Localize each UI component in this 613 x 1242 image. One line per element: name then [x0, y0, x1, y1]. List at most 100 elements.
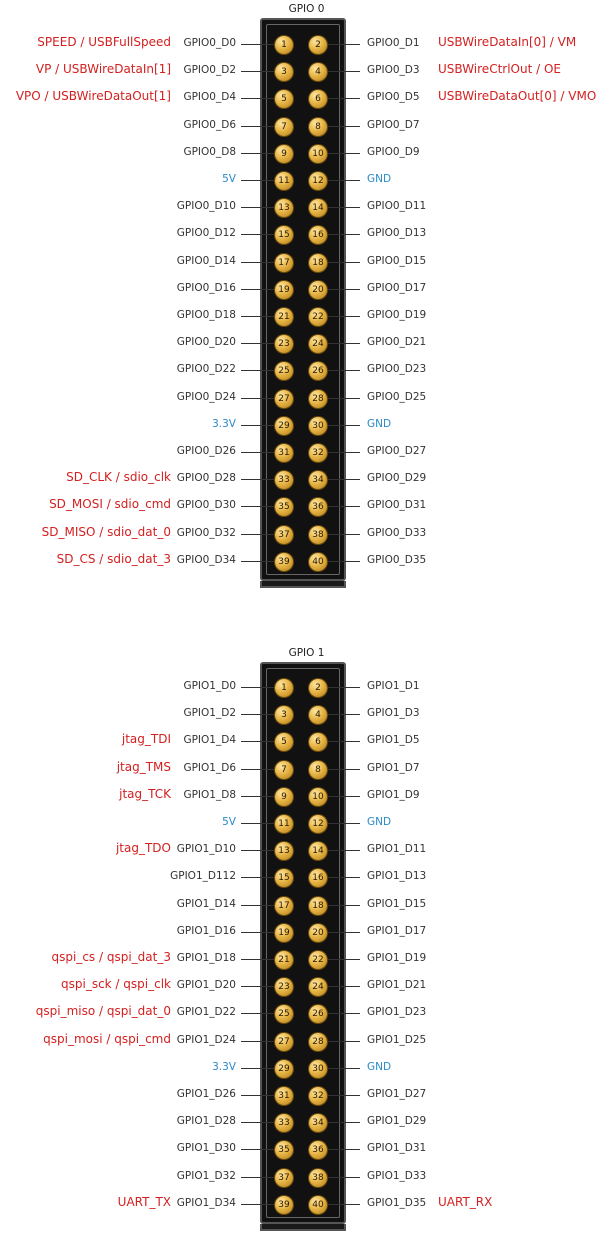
pin-odd[interactable]: 13 [275, 842, 293, 861]
pin-even[interactable]: 4 [309, 706, 327, 725]
pin-even[interactable]: 14 [309, 842, 327, 861]
pin-odd[interactable]: 23 [275, 335, 293, 354]
pin-odd[interactable]: 33 [275, 471, 293, 490]
pin-even[interactable]: 22 [309, 308, 327, 326]
pin-even[interactable]: 20 [309, 923, 327, 942]
pin-odd[interactable]: 27 [275, 389, 293, 408]
pin-even[interactable]: 8 [309, 760, 327, 779]
pin-odd[interactable]: 17 [275, 896, 293, 915]
pin-odd[interactable]: 29 [275, 416, 293, 435]
pin-lead-right [328, 479, 360, 481]
pin-even[interactable]: 26 [309, 1005, 327, 1024]
pin-even[interactable]: 40 [309, 1195, 327, 1214]
pin-even[interactable]: 12 [309, 815, 327, 833]
pin-even[interactable]: 24 [309, 335, 327, 354]
gpio-label: GPIO1_D22 [176, 1006, 236, 1019]
header-title: GPIO 1 [288, 647, 325, 659]
pin-even[interactable]: 36 [309, 498, 327, 517]
pin-odd[interactable]: 9 [275, 144, 293, 163]
pin-odd[interactable]: 13 [275, 199, 293, 218]
pin-odd[interactable]: 15 [275, 869, 293, 888]
pin-even[interactable]: 24 [309, 978, 327, 997]
pin-even[interactable]: 38 [309, 525, 327, 544]
pin-odd[interactable]: 35 [275, 498, 293, 517]
pin-odd[interactable]: 27 [275, 1032, 293, 1051]
pin-even[interactable]: 16 [309, 226, 327, 245]
pin-even[interactable]: 34 [309, 1114, 327, 1133]
pin-even[interactable]: 28 [309, 389, 327, 408]
pin-even[interactable]: 4 [309, 63, 327, 82]
pin-even[interactable]: 34 [309, 471, 327, 490]
pin-even[interactable]: 32 [309, 444, 327, 462]
pin-even[interactable]: 6 [309, 90, 327, 109]
pin-even[interactable]: 8 [309, 117, 327, 136]
pin-odd[interactable]: 35 [275, 1141, 293, 1160]
gpio-label: GPIO1_D15 [367, 897, 427, 910]
pin-odd[interactable]: 5 [275, 733, 293, 752]
pin-odd[interactable]: 17 [275, 253, 293, 272]
pin-odd[interactable]: 37 [275, 525, 293, 544]
pin-odd[interactable]: 3 [275, 63, 293, 82]
pin-odd[interactable]: 23 [275, 978, 293, 997]
pin-odd[interactable]: 11 [275, 172, 293, 190]
gpio-label: GPIO0_D25 [367, 390, 427, 403]
pin-even[interactable]: 26 [309, 362, 327, 381]
pin-even[interactable]: 30 [309, 1059, 327, 1078]
pin-lead-right [328, 316, 360, 317]
pin-even[interactable]: 20 [309, 280, 327, 299]
pin-odd[interactable]: 7 [275, 760, 293, 779]
function-label: qspi_miso / qspi_dat_0 [35, 1004, 171, 1019]
pin-odd[interactable]: 21 [275, 308, 293, 326]
pin-odd[interactable]: 25 [275, 362, 293, 381]
pin-even[interactable]: 6 [309, 733, 327, 752]
gpio-label: GPIO1_D30 [176, 1142, 236, 1155]
pin-even[interactable]: 10 [309, 787, 327, 806]
pin-odd[interactable]: 9 [275, 787, 293, 806]
pin-odd[interactable]: 39 [275, 552, 293, 571]
pin-lead-right [328, 768, 360, 770]
function-label: jtag_TCK [119, 786, 171, 801]
pin-even[interactable]: 40 [309, 552, 327, 571]
pin-even[interactable]: 38 [309, 1168, 327, 1187]
pin-header-shroud [266, 668, 340, 1218]
pin-even[interactable]: 14 [309, 199, 327, 218]
pin-even[interactable]: 12 [309, 172, 327, 190]
pin-odd[interactable]: 15 [275, 226, 293, 245]
pin-odd[interactable]: 21 [275, 951, 293, 969]
pin-odd[interactable]: 1 [275, 36, 293, 54]
pin-even[interactable]: 16 [309, 869, 327, 888]
pin-lead-left [241, 1149, 276, 1151]
pin-odd[interactable]: 31 [275, 444, 293, 462]
pin-odd[interactable]: 37 [275, 1168, 293, 1187]
pin-even[interactable]: 18 [309, 253, 327, 272]
pin-even[interactable]: 2 [309, 36, 327, 54]
pin-even[interactable]: 18 [309, 896, 327, 915]
pin-even[interactable]: 32 [309, 1087, 327, 1105]
pin-odd[interactable]: 19 [275, 280, 293, 299]
pin-odd[interactable]: 31 [275, 1087, 293, 1105]
pin-even[interactable]: 2 [309, 679, 327, 697]
pin-even[interactable]: 30 [309, 416, 327, 435]
pin-even[interactable]: 22 [309, 951, 327, 969]
pin-even[interactable]: 36 [309, 1141, 327, 1160]
pin-odd[interactable]: 11 [275, 815, 293, 833]
pin-odd[interactable]: 29 [275, 1059, 293, 1078]
pin-lead-right [328, 1176, 360, 1178]
pin-even[interactable]: 10 [309, 144, 327, 163]
pin-odd[interactable]: 5 [275, 90, 293, 109]
pin-odd[interactable]: 19 [275, 923, 293, 942]
pin-odd[interactable]: 3 [275, 706, 293, 725]
pin-odd[interactable]: 7 [275, 117, 293, 136]
pin-odd[interactable]: 25 [275, 1005, 293, 1024]
pin-even[interactable]: 28 [309, 1032, 327, 1051]
pin-odd[interactable]: 39 [275, 1195, 293, 1214]
pin-odd[interactable]: 33 [275, 1114, 293, 1133]
pin-odd[interactable]: 1 [275, 679, 293, 697]
